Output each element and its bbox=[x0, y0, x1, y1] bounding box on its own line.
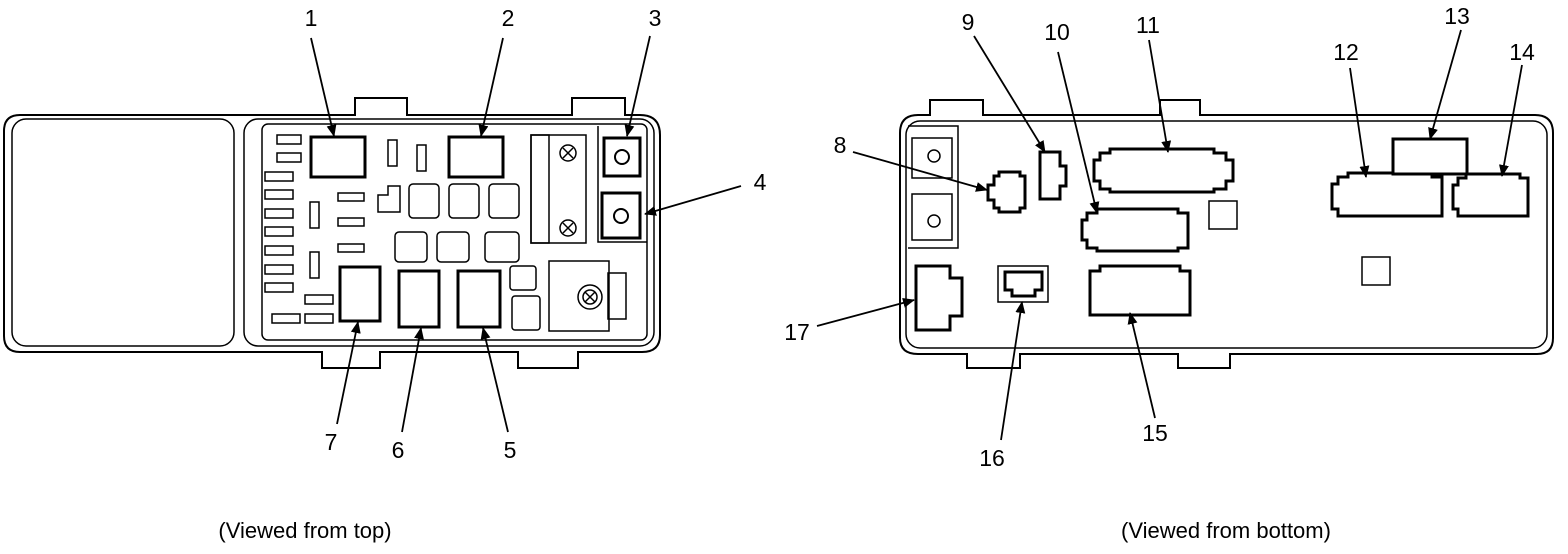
callout-7: 7 bbox=[325, 429, 338, 455]
connector-11 bbox=[1092, 147, 1235, 194]
component-1 bbox=[309, 135, 367, 179]
component-3 bbox=[602, 136, 642, 178]
connector-17 bbox=[914, 264, 964, 332]
connector-13 bbox=[1391, 137, 1469, 176]
callout-6: 6 bbox=[392, 437, 405, 463]
top-view-bolt-terminals bbox=[530, 134, 627, 332]
top-view-mini-relays bbox=[394, 183, 541, 331]
component-6 bbox=[397, 269, 441, 329]
callout-1: 1 bbox=[305, 5, 318, 31]
component-7 bbox=[338, 265, 382, 323]
callout-16: 16 bbox=[979, 445, 1005, 471]
callout-2: 2 bbox=[502, 5, 515, 31]
top-view: 1 2 3 4 5 6 7 (Viewed from top) bbox=[3, 5, 767, 543]
callout-9: 9 bbox=[962, 9, 975, 35]
connector-15 bbox=[1088, 264, 1192, 317]
bottom-view: 8 9 10 11 12 13 14 15 16 17 (Viewed from… bbox=[784, 3, 1554, 543]
connector-10 bbox=[1080, 207, 1190, 253]
component-5 bbox=[456, 269, 502, 329]
callout-11: 11 bbox=[1136, 12, 1160, 38]
top-view-leaders bbox=[310, 35, 742, 433]
callout-8: 8 bbox=[834, 132, 847, 158]
top-view-housing bbox=[3, 97, 661, 369]
connector-16 bbox=[997, 265, 1049, 303]
bottom-view-leaders bbox=[816, 29, 1523, 441]
component-4 bbox=[600, 191, 642, 240]
bottom-view-housing bbox=[899, 99, 1554, 369]
top-view-small-fuses bbox=[264, 134, 427, 324]
callout-5: 5 bbox=[504, 437, 517, 463]
caption-bottom-view: (Viewed from bottom) bbox=[1121, 518, 1331, 543]
callout-10: 10 bbox=[1044, 19, 1070, 45]
callout-13: 13 bbox=[1444, 3, 1470, 29]
connector-12 bbox=[1330, 171, 1444, 218]
component-2 bbox=[447, 135, 505, 179]
top-view-callouts: 1 2 3 4 5 6 7 bbox=[305, 5, 767, 463]
callout-15: 15 bbox=[1142, 420, 1168, 446]
connector-9 bbox=[1038, 150, 1068, 201]
bottom-view-callouts: 8 9 10 11 12 13 14 15 16 17 bbox=[784, 3, 1535, 471]
callout-4: 4 bbox=[754, 169, 767, 195]
bottom-view-connectors bbox=[914, 137, 1530, 332]
callout-3: 3 bbox=[649, 5, 662, 31]
connector-8 bbox=[986, 170, 1027, 214]
top-view-components bbox=[309, 135, 642, 329]
connector-14 bbox=[1451, 172, 1530, 218]
callout-17: 17 bbox=[784, 319, 810, 345]
caption-top-view: (Viewed from top) bbox=[218, 518, 391, 543]
callout-12: 12 bbox=[1333, 39, 1359, 65]
callout-14: 14 bbox=[1509, 39, 1535, 65]
